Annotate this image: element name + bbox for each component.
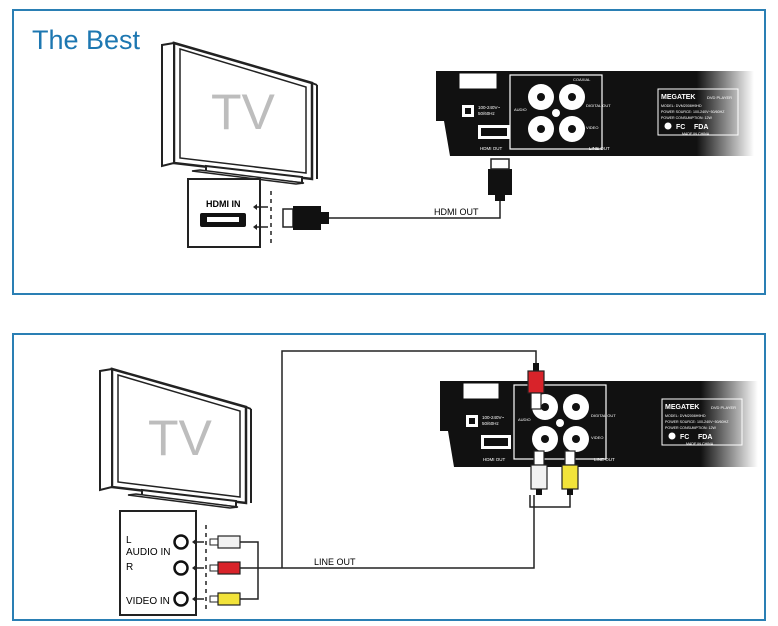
- fda-logo: FDA: [694, 124, 708, 131]
- dashed-guide-top: [253, 191, 272, 247]
- av-connection-diagram: TV L AUDIO IN R VIDEO IN: [99, 350, 758, 616]
- power-consumption-label-bottom: POWER CONSUMPTION: 12W: [665, 426, 717, 430]
- certification-icon-bottom: [668, 432, 676, 440]
- rca-plug-yellow-tv: [209, 592, 241, 606]
- rca-plug-white-player: [530, 450, 548, 495]
- hdmi-in-label: HDMI IN: [206, 199, 241, 209]
- digital-out-label: DIGITAL OUT: [586, 103, 611, 108]
- video-port-label-bottom: VIDEO: [591, 435, 603, 440]
- tv-illustration-bottom: TV: [99, 367, 252, 509]
- model-label: MODEL: DVM2008H9HD: [661, 104, 702, 108]
- hdmi-out-cable-label: HDMI OUT: [434, 207, 479, 217]
- rca-plug-white-tv: [209, 535, 241, 549]
- frequency-label-bottom: 50/60Hz: [482, 421, 500, 426]
- power-source-label: POWER SOURCE: 100-240V~50/60HZ: [661, 110, 725, 114]
- audio-in-l-label: L: [126, 535, 132, 546]
- player-type-label-bottom: DVD PLAYER: [711, 405, 736, 410]
- hdmi-connection-diagram: TV HDMI IN HDMI OUT: [161, 41, 754, 248]
- line-out-port-label-bottom: LINE OUT: [594, 457, 615, 462]
- rca-plug-yellow-player: [561, 450, 579, 495]
- av-cables: [240, 350, 571, 600]
- made-in-label: MADE IN CHINA: [682, 132, 710, 136]
- power-consumption-label: POWER CONSUMPTION: 12W: [661, 116, 713, 120]
- hdmi-out-port-label: HDMI OUT: [480, 146, 502, 151]
- player-type-label: DVD PLAYER: [707, 95, 732, 100]
- video-port-label: VIDEO: [586, 125, 598, 130]
- line-out-port-label: LINE OUT: [589, 146, 610, 151]
- tv-label: TV: [211, 84, 276, 140]
- dvd-player-back-panel: 100-240V~ 50/60Hz HDMI OUT COAXIAL DIGIT…: [436, 71, 754, 156]
- made-in-label-bottom: MADE IN CHINA: [686, 442, 714, 446]
- audio-port-label-bottom: AUDIO: [518, 417, 531, 422]
- fc-logo: FC: [676, 124, 685, 131]
- page-title: The Best: [32, 25, 141, 55]
- hdmi-connection-panel: The Best TV: [12, 9, 766, 295]
- audio-l-jack: [173, 534, 189, 550]
- rca-plug-red-tv: [209, 561, 241, 575]
- audio-port-label: AUDIO: [514, 107, 527, 112]
- digital-out-label-bottom: DIGITAL OUT: [591, 413, 616, 418]
- model-label-bottom: MODEL: DVM2008H9HD: [665, 414, 706, 418]
- hdmi-cable: [329, 201, 501, 219]
- dashed-guide-bottom: [192, 525, 207, 611]
- audio-r-jack: [173, 560, 189, 576]
- video-in-label: VIDEO IN: [126, 596, 170, 607]
- video-jack: [173, 591, 189, 607]
- tv-label-bottom: TV: [148, 410, 213, 466]
- rca-plug-red-player: [527, 363, 545, 410]
- audio-in-label: AUDIO IN: [126, 547, 170, 558]
- hdmi-in-port-box: HDMI IN: [187, 178, 261, 248]
- dvd-player-back-panel-bottom: 100-240V~ 50/60Hz HDMI OUT DIGITAL OUT A…: [440, 381, 758, 467]
- certification-icon: [664, 122, 672, 130]
- coaxial-label: COAXIAL: [573, 77, 591, 82]
- hdmi-plug-tv-side: [282, 206, 329, 230]
- frequency-label: 50/60Hz: [478, 111, 496, 116]
- voltage-label: 100-240V~: [478, 105, 501, 110]
- hdmi-plug-player-side: [488, 158, 512, 201]
- line-out-cable-label: LINE OUT: [314, 557, 356, 567]
- tv-illustration: TV: [161, 41, 318, 185]
- hdmi-out-port-label-bottom: HDMI OUT: [483, 457, 505, 462]
- av-input-box: L AUDIO IN R VIDEO IN: [119, 510, 197, 616]
- brand-label: MEGATEK: [661, 94, 695, 101]
- av-connection-panel: TV L AUDIO IN R VIDEO IN: [12, 333, 766, 621]
- power-source-label-bottom: POWER SOURCE: 100-240V~50/60HZ: [665, 420, 729, 424]
- brand-label-bottom: MEGATEK: [665, 404, 699, 411]
- fda-logo-bottom: FDA: [698, 434, 712, 441]
- audio-in-r-label: R: [126, 562, 133, 573]
- fc-logo-bottom: FC: [680, 434, 689, 441]
- voltage-label-bottom: 100-240V~: [482, 415, 505, 420]
